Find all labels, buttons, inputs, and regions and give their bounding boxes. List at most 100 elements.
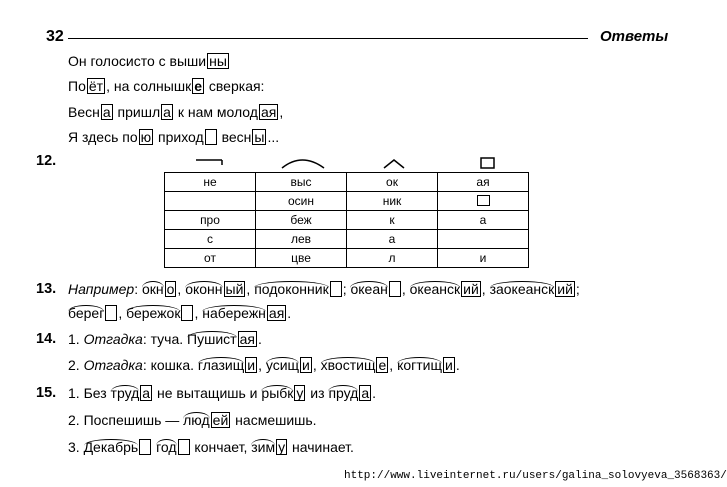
- ending-box: ий: [555, 281, 575, 297]
- ending-box: а: [359, 385, 372, 401]
- ending-box: ей: [210, 412, 231, 428]
- word-root: пруд: [328, 385, 359, 401]
- table-cell: выс: [255, 172, 347, 192]
- table-row: не выс ок ая: [164, 172, 529, 192]
- ending-box: и: [443, 357, 455, 373]
- ending-box: и: [245, 357, 258, 373]
- page-number: 32: [46, 28, 64, 45]
- table-cell: беж: [255, 210, 347, 230]
- word-root: когтищ: [397, 357, 442, 373]
- empty-ending-box: [177, 439, 190, 455]
- ending-box: у: [276, 439, 288, 455]
- empty-ending-box: [181, 305, 194, 321]
- word-root: подоконник: [254, 281, 329, 297]
- table-cell: [164, 191, 256, 211]
- task-number-12: 12.: [36, 153, 57, 169]
- empty-ending-box: [388, 281, 401, 297]
- word-root: глазищ: [197, 357, 245, 373]
- word-root: Пушист: [187, 331, 237, 347]
- answer-label: Отгадка: [83, 357, 143, 373]
- table-cell: [437, 229, 529, 249]
- word-root: труд: [110, 385, 140, 401]
- ending-box: ая: [266, 305, 287, 321]
- ending-box: ая: [237, 331, 257, 347]
- task-number-15: 15.: [36, 385, 57, 401]
- ending-box: ый: [223, 281, 246, 297]
- table-cell: а: [437, 210, 529, 230]
- prefix-symbol-icon: [196, 159, 223, 165]
- morpheme-symbols: [196, 157, 495, 169]
- table-cell: ок: [346, 172, 438, 192]
- word-root: усищ: [265, 357, 300, 373]
- ending-box: ёт: [86, 78, 106, 94]
- word-root: набережн: [202, 305, 266, 321]
- ending-box: ю: [138, 129, 154, 145]
- root-symbol-icon: [281, 159, 325, 169]
- word-root: океан: [350, 281, 388, 297]
- ending-box: а: [140, 385, 153, 401]
- task-number-14: 14.: [36, 331, 57, 347]
- table-row: с лев а: [164, 229, 529, 249]
- ending-box: ая: [258, 104, 279, 120]
- ending-box: о: [164, 281, 177, 297]
- ending-box: а: [161, 104, 173, 120]
- word-root: хвостищ: [320, 357, 376, 373]
- table-cell: лев: [255, 229, 347, 249]
- ending-box: и: [300, 357, 312, 373]
- ending-box: ы: [252, 129, 267, 145]
- ending-box: а: [100, 104, 113, 120]
- ending-box: е: [192, 78, 205, 94]
- suffix-symbol-icon: [383, 159, 405, 169]
- word-root: океанск: [409, 281, 461, 297]
- ending-box: е: [376, 357, 389, 373]
- table-cell: л: [346, 248, 438, 268]
- word-root: люд: [183, 412, 210, 428]
- empty-ending-box: [139, 439, 152, 455]
- table-cell: осин: [255, 191, 347, 211]
- word-root: оконн: [185, 281, 223, 297]
- empty-ending-box: [204, 129, 217, 145]
- table-cell: ая: [437, 172, 529, 192]
- word-root: заокеанск: [489, 281, 555, 297]
- ending-symbol-icon: [476, 195, 490, 206]
- word-root: год: [156, 439, 177, 455]
- table-cell: а: [346, 229, 438, 249]
- task-number-13: 13.: [36, 281, 57, 297]
- table-cell: и: [437, 248, 529, 268]
- word-root: бережок: [126, 305, 181, 321]
- header-rule: [68, 38, 588, 39]
- word-root: рыбк: [261, 385, 294, 401]
- table-cell: цве: [255, 248, 347, 268]
- table-cell: с: [164, 229, 256, 249]
- example-label: Например: [68, 281, 135, 297]
- table-cell: [437, 191, 529, 211]
- table-cell: ник: [346, 191, 438, 211]
- page-title: Ответы: [600, 28, 669, 45]
- word-root: окн: [141, 281, 164, 297]
- table-cell: не: [164, 172, 256, 192]
- table-row: осин ник: [164, 191, 529, 211]
- word-root: зим: [251, 439, 276, 455]
- morpheme-symbols-header: [164, 152, 530, 172]
- empty-ending-box: [105, 305, 118, 321]
- table-row: про беж к а: [164, 210, 529, 230]
- morpheme-table: не выс ок ая осин ник про беж к а с лев …: [164, 172, 529, 268]
- word-root: берег: [68, 305, 105, 321]
- table-cell: от: [164, 248, 256, 268]
- ending-box: у: [294, 385, 306, 401]
- watermark-url: http://www.liveinternet.ru/users/galina_…: [344, 470, 727, 482]
- table-cell: к: [346, 210, 438, 230]
- ending-symbol-icon: [480, 157, 495, 169]
- word-root: Декабрь: [83, 439, 139, 455]
- table-row: от цве л и: [164, 248, 529, 268]
